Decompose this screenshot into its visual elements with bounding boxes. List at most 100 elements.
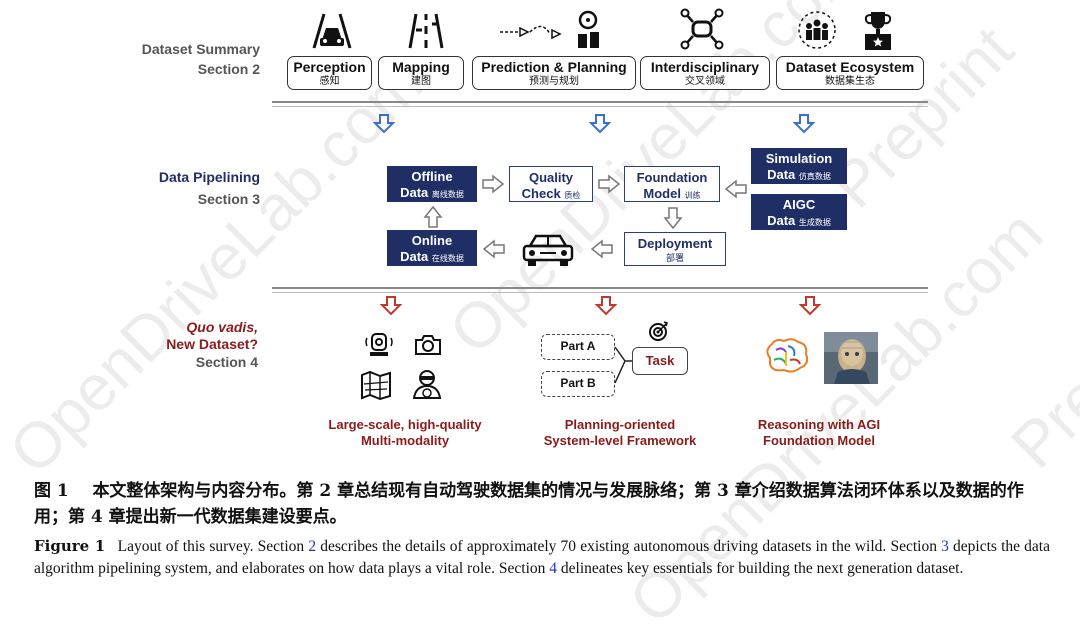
category-interdisciplinary: Interdisciplinary 交叉领域 <box>640 56 770 90</box>
parts-to-task-connector <box>614 346 635 384</box>
section-future-title-2: New Dataset? <box>166 336 258 352</box>
deployment-cn: 部署 <box>665 253 684 263</box>
foundation-model-cn: 训练 <box>684 191 701 200</box>
caption-cn-text: 本文整体架构与内容分布。第 2 章总结现有自动驾驶数据集的情况与发展脉络；第 3… <box>34 481 1024 527</box>
arrow-generated-to-foundation <box>724 179 747 199</box>
task-box: Task <box>632 347 688 375</box>
offline-data-label2: Data <box>400 185 429 200</box>
category-interdisciplinary-label: Interdisciplinary <box>650 59 760 75</box>
section-summary-sub: Section 2 <box>197 61 260 77</box>
trajectory-steering-icon <box>500 10 599 48</box>
caption-cn-label: 图 1 <box>34 481 69 501</box>
driver-icon <box>412 370 442 399</box>
category-interdisciplinary-cn: 交叉领域 <box>685 76 725 87</box>
category-dataset-ecosystem: Dataset Ecosystem 数据集生态 <box>776 56 924 90</box>
online-data-label2: Data <box>400 249 429 264</box>
simulation-data-box: Simulation Data 仿真数据 <box>751 148 847 184</box>
divider-middle-shadow <box>272 292 928 293</box>
community-trophy-icon <box>798 11 892 50</box>
arrow-vehicle-to-online <box>482 239 505 259</box>
lane-map-icon <box>408 13 444 49</box>
red-down-arrow-3 <box>798 296 822 316</box>
arrow-offline-to-quality <box>482 174 505 194</box>
section-2-link[interactable]: 2 <box>308 538 317 555</box>
multimodality-line2: Multi-modality <box>360 433 450 448</box>
online-data-box: Online Data 在线数据 <box>387 230 477 266</box>
category-dataset-ecosystem-cn: 数据集生态 <box>825 76 875 87</box>
deployment-label: Deployment <box>637 236 713 251</box>
section-4-link[interactable]: 4 <box>549 560 558 577</box>
arrow-foundation-to-deployment <box>663 207 683 230</box>
lidar-sensor-icon <box>365 333 393 356</box>
arrow-online-to-offline <box>423 205 443 228</box>
category-prediction-planning-cn: 预测与规划 <box>529 76 579 87</box>
planning-framework-line2: System-level Framework <box>543 433 697 448</box>
quality-check-cn: 质检 <box>564 191 581 200</box>
category-dataset-ecosystem-label: Dataset Ecosystem <box>785 59 915 75</box>
divider-middle <box>272 287 928 289</box>
category-mapping-label: Mapping <box>392 59 450 75</box>
quality-check-label: Quality <box>528 170 574 185</box>
camera-icon <box>415 335 441 355</box>
multimodality-label: Large-scale, high-quality Multi-modality <box>320 417 490 449</box>
category-prediction-planning-label: Prediction & Planning <box>481 59 627 75</box>
section-3-link[interactable]: 3 <box>941 538 949 555</box>
category-mapping-cn: 建图 <box>411 76 431 87</box>
red-down-arrow-1 <box>379 296 403 316</box>
arrow-quality-to-foundation <box>598 174 621 194</box>
foundation-model-box: Foundation Model 训练 <box>624 166 720 202</box>
agi-reasoning-line1: Reasoning with AGI <box>757 417 881 432</box>
section-future-sub: Section 4 <box>195 354 258 370</box>
simulation-data-label: Simulation <box>765 151 833 166</box>
aigc-data-label: AIGC <box>782 197 816 212</box>
foundation-model-label2: Model <box>643 186 681 201</box>
section-summary-title: Dataset Summary <box>141 41 260 57</box>
agi-reasoning-label: Reasoning with AGI Foundation Model <box>734 417 904 449</box>
offline-data-cn: 离线数据 <box>431 190 464 199</box>
category-prediction-planning: Prediction & Planning 预测与规划 <box>472 56 636 90</box>
online-data-label: Online <box>411 233 453 248</box>
arrow-deployment-to-vehicle <box>590 239 613 259</box>
blue-down-arrow-1 <box>372 114 396 134</box>
quality-check-box: Quality Check 质检 <box>509 166 593 202</box>
part-a-box: Part A <box>541 334 615 360</box>
simulation-data-label2: Data <box>767 167 796 182</box>
colorful-brain-icon <box>766 338 809 373</box>
foundation-model-label: Foundation <box>636 170 708 185</box>
agi-reasoning-line2: Foundation Model <box>763 433 875 448</box>
divider-top <box>272 101 928 103</box>
section-future-title-1: Quo vadis, <box>186 319 258 335</box>
offline-data-label: Offline <box>411 169 453 184</box>
blue-down-arrow-3 <box>792 114 816 134</box>
aigc-data-cn: 生成数据 <box>798 218 831 227</box>
caption-en-part3: depicts the data algorithm pipelining sy… <box>34 538 1050 577</box>
network-hub-icon <box>680 8 724 50</box>
aigc-data-label2: Data <box>767 213 796 228</box>
deployment-box: Deployment 部署 <box>624 232 726 266</box>
category-mapping: Mapping 建图 <box>378 56 464 90</box>
divider-top-shadow <box>272 106 928 107</box>
planning-framework-label: Planning-oriented System-level Framework <box>530 417 710 449</box>
ai-robot-image <box>824 332 878 384</box>
part-b-box: Part B <box>541 371 615 397</box>
section-pipeline-title: Data Pipelining <box>158 169 260 185</box>
multimodality-line1: Large-scale, high-quality <box>328 417 482 432</box>
simulation-data-cn: 仿真数据 <box>798 172 831 181</box>
caption-en-label: Figure 1 <box>34 537 106 555</box>
category-perception: Perception 感知 <box>287 56 372 90</box>
caption-en-part1: Layout of this survey. Section <box>117 538 309 555</box>
target-icon <box>649 321 668 341</box>
caption-chinese: 图 1 本文整体架构与内容分布。第 2 章总结现有自动驾驶数据集的情况与发展脉络… <box>34 478 1050 530</box>
online-data-cn: 在线数据 <box>431 254 464 263</box>
category-perception-cn: 感知 <box>319 76 340 87</box>
watermark-preprint-2: Preprint <box>997 272 1080 482</box>
aigc-data-box: AIGC Data 生成数据 <box>751 194 847 230</box>
category-perception-label: Perception <box>293 59 366 75</box>
caption-en-part2: describes the details of approximately 7… <box>316 538 942 555</box>
red-down-arrow-2 <box>594 296 618 316</box>
caption-en-part4: delineates key essentials for building t… <box>557 560 964 577</box>
quality-check-label2: Check <box>521 186 561 201</box>
offline-data-box: Offline Data 离线数据 <box>387 166 477 202</box>
car-road-icon <box>312 13 352 49</box>
map-icon <box>361 370 391 401</box>
